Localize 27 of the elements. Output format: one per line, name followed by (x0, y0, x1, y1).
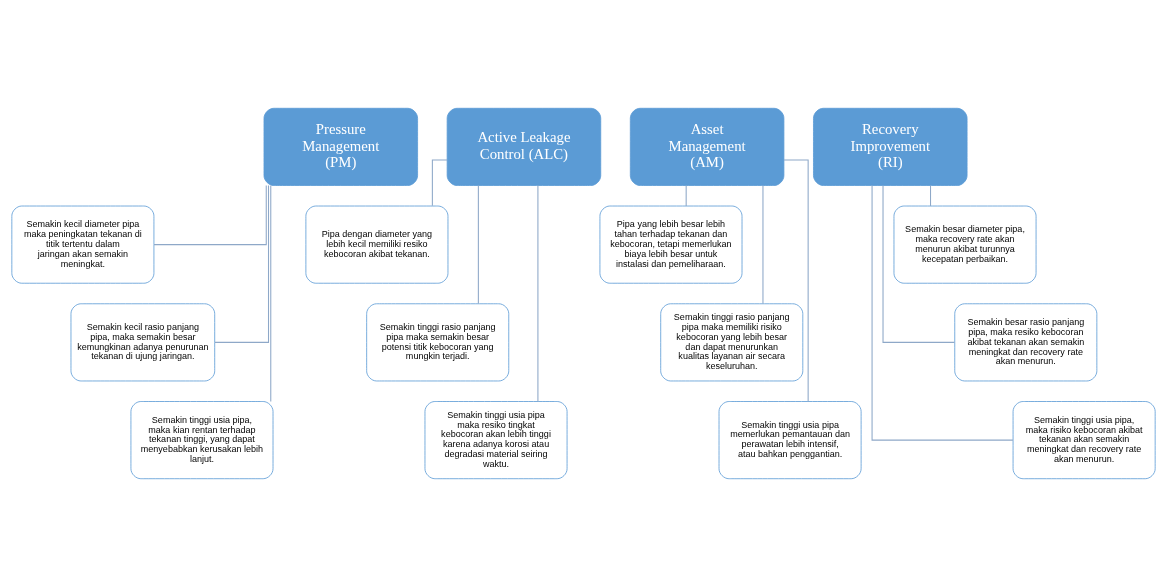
connector (762, 184, 764, 305)
node-box: Semakin besar diameter pipa, maka recovery rate akan menurun akibat turunnya kecepatan perbaikan. (893, 205, 1037, 284)
node-box: Semakin tinggi usia pipa maka resiko tingkat kebocoran akan lebih tinggi karena adanya korosi atau degradasi material seiring waktu. (424, 401, 568, 480)
node-box: Pipa dengan diameter yang lebih kecil memiliki resiko kebocoran akibat tekanan. (305, 205, 449, 284)
connector (477, 184, 479, 305)
connector (783, 159, 809, 402)
node-box: Semakin besar rasio panjang pipa, maka resiko kebocoran akibat tekanan akan semakin meningkat dan recovery rate akan menurun. (954, 303, 1098, 382)
node-box: Semakin tinggi usia pipa, maka risiko kebocoran akibat tekanan akan semakin meningkat dan recovery rate akan menurun. (1012, 401, 1156, 480)
node-box: Pipa yang lebih besar lebih tahan terhadap tekanan dan kebocoran, tetapi memerlukan biaya lebih besar untuk instalasi dan pemeliharaan. (599, 205, 743, 284)
node-box: Semakin tinggi usia pipa memerlukan pemantauan dan perawatan lebih intensif, atau bahkan penggantian. (718, 401, 862, 480)
connector (153, 185, 267, 246)
connector (214, 184, 270, 343)
connector (930, 185, 932, 207)
node-box: Recovery Improvement (RI) (813, 107, 968, 186)
node-box: Semakin tinggi rasio panjang pipa maka semakin besar potensi titik kebocoran yang mungkin terjadi. (366, 303, 510, 382)
connector (537, 185, 539, 402)
node-box: Semakin tinggi usia pipa, maka kian rentan terhadap tekanan tinggi, yang dapat menyebabkan kerusakan lebih lanjut. (130, 401, 274, 480)
connector (882, 184, 956, 343)
connector (270, 185, 272, 402)
node-box: Asset Management (AM) (629, 107, 785, 186)
connector (685, 185, 687, 207)
node-box: Semakin kecil diameter pipa maka peningkatan tekanan di titik tertentu dalam jaringan akan semakin meningkat. (11, 205, 155, 284)
connector (871, 185, 1014, 441)
node-box: Active Leakage Control (ALC) (446, 107, 602, 186)
node-box: Semakin kecil rasio panjang pipa, maka semakin besar kemungkinan adanya penurunan tekanan di ujung jaringan. (70, 303, 216, 382)
node-box: Pressure Management (PM) (263, 107, 418, 186)
node-box: Semakin tinggi rasio panjang pipa maka memiliki risiko kebocoran yang lebih besar dan dapat menurunkan kualitas layanan air secara keseluruhan. (660, 303, 804, 382)
